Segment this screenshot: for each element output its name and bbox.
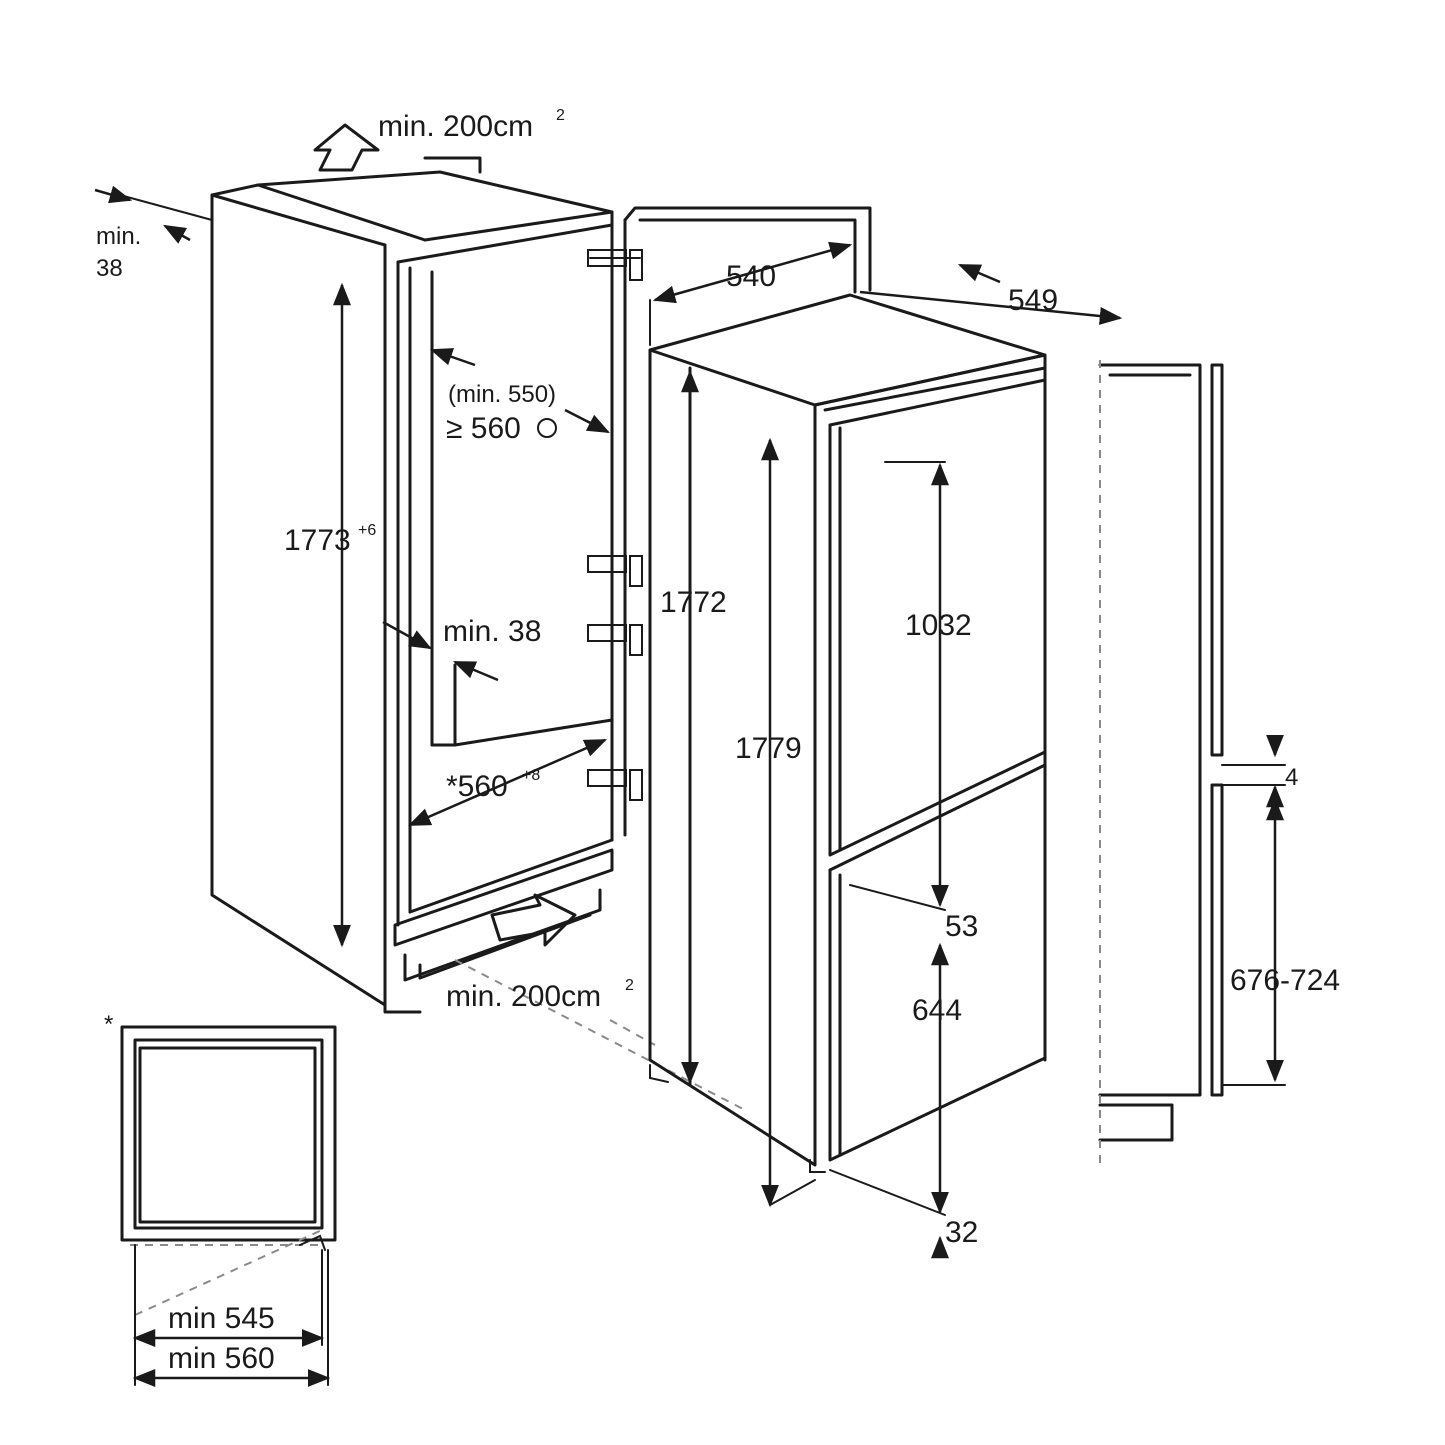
furniture-door-panel	[1098, 360, 1224, 1165]
appliance-body	[648, 293, 1047, 1173]
vent-arrow-bottom-icon	[490, 893, 577, 947]
label-side-gap: min. 38	[443, 615, 541, 648]
label-upper-door: 1032	[905, 609, 972, 642]
label-appliance-height: 1772	[660, 586, 727, 619]
label-depth-min: (min. 550)	[448, 381, 556, 408]
label-vent-top: min. 200cm	[378, 110, 533, 143]
label-bottom-gap: 32	[945, 1216, 978, 1249]
label-door-total-height: 1779	[735, 732, 802, 765]
label-lower-door: 644	[912, 994, 962, 1027]
hinge-top	[587, 249, 643, 281]
smiley-icon	[537, 418, 557, 438]
vent-arrow-top-icon	[313, 123, 380, 172]
label-panel-gap: 4	[1285, 764, 1298, 791]
svg-text:+6: +6	[358, 522, 376, 539]
svg-text:2: 2	[625, 977, 634, 994]
label-panel-height: 676-724	[1230, 964, 1340, 997]
label-niche-width: *560	[446, 770, 508, 803]
label-appliance-depth: 549	[1008, 284, 1058, 317]
label-vent-bottom: min. 200cm	[446, 980, 601, 1013]
svg-text:+8: +8	[522, 767, 540, 784]
label-depth-rec: ≥ 560	[446, 412, 521, 445]
hinge-mid-2	[587, 624, 643, 656]
dimension-labels: min. 200cm 2 min. 38 1773 +6 (min. 550) …	[96, 107, 1340, 1375]
label-door-gap: 53	[945, 910, 978, 943]
hinge-bottom	[587, 769, 643, 801]
plan-view	[120, 1025, 337, 1316]
svg-text:2: 2	[556, 107, 565, 124]
label-plan-star: *	[104, 1011, 113, 1038]
label-back-gap-b: 38	[96, 255, 123, 282]
label-plan-min-545: min 545	[168, 1302, 275, 1335]
dimensions	[94, 185, 1286, 1387]
label-back-gap-a: min.	[96, 223, 141, 250]
label-plan-min-560: min 560	[168, 1342, 275, 1375]
label-appliance-width: 540	[726, 260, 776, 293]
label-niche-height: 1773	[284, 524, 351, 557]
hinge-mid-1	[587, 555, 643, 587]
floor-guide-line	[454, 959, 746, 1111]
